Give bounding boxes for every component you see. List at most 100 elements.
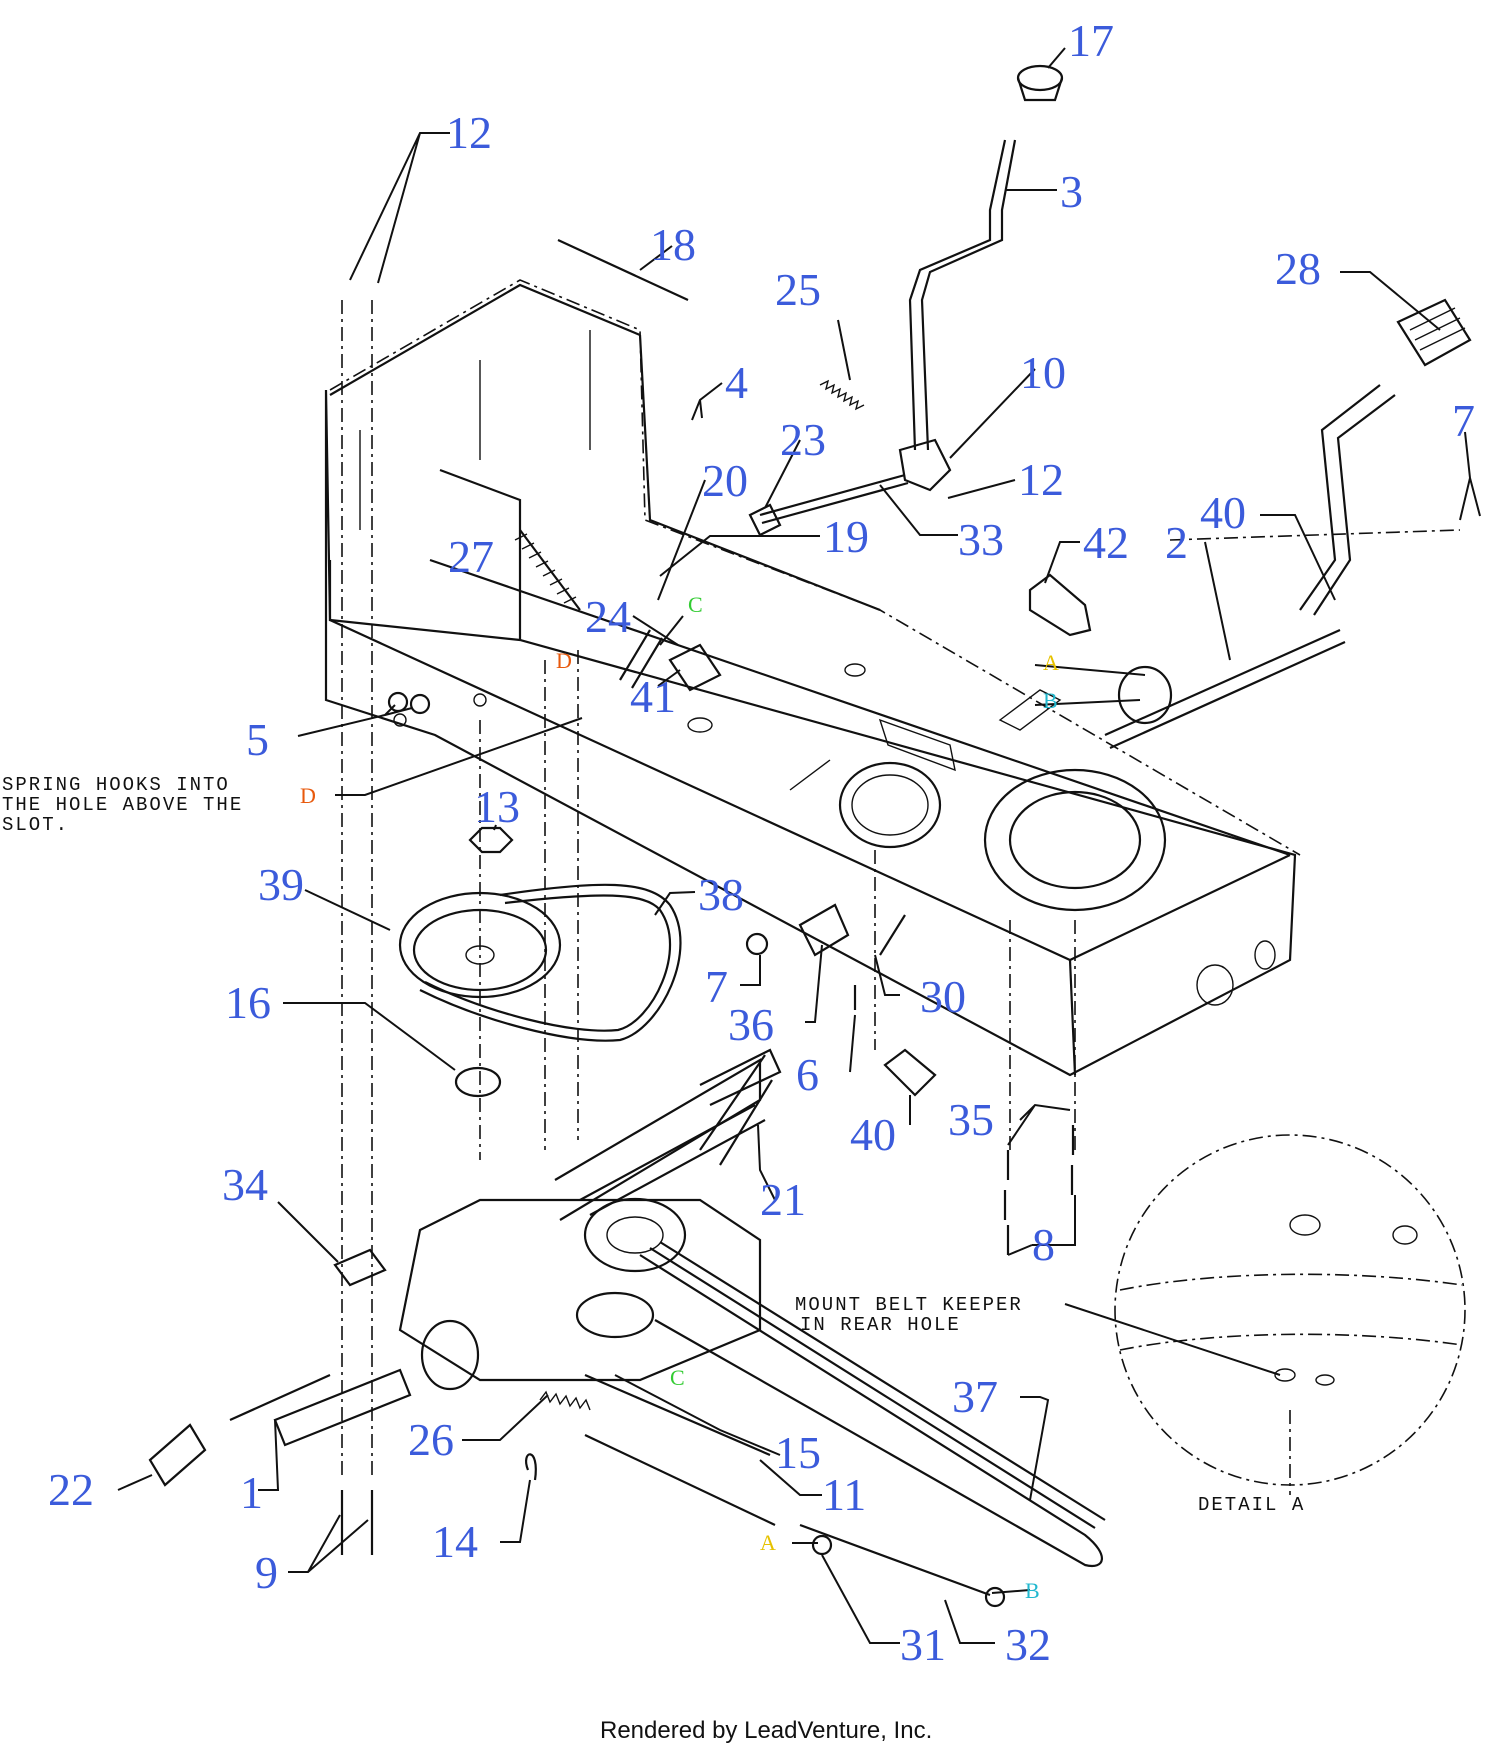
bolts-5 (387, 691, 431, 715)
callout-3: 3 (1060, 166, 1083, 217)
callout-26: 26 (408, 1414, 454, 1465)
callout-36: 36 (728, 999, 774, 1050)
ref-a-bottom: A (760, 1530, 776, 1555)
callout-34: 34 (222, 1159, 268, 1210)
callout-41: 41 (630, 671, 676, 722)
callout-5: 5 (246, 714, 269, 765)
ref-c-top: C (688, 592, 703, 617)
clip-14 (525, 1453, 537, 1481)
callout-40-bottom: 40 (850, 1109, 896, 1160)
knob-17 (1016, 64, 1064, 102)
callout-7-right: 7 (1452, 395, 1475, 446)
note-keeper-2: IN REAR HOLE (800, 1314, 961, 1336)
detail-a (1114, 1134, 1466, 1495)
callout-8: 8 (1032, 1219, 1055, 1270)
handle-28 (1396, 298, 1472, 367)
callout-9: 9 (255, 1547, 278, 1598)
callout-28: 28 (1275, 243, 1321, 294)
ref-c-bottom: C (670, 1365, 685, 1390)
callout-18: 18 (650, 219, 696, 270)
assembly-guides (341, 300, 1461, 1480)
callout-30: 30 (920, 971, 966, 1022)
spring-27 (514, 529, 581, 611)
spacer-22 (148, 1423, 207, 1487)
axle-end-1 (229, 1373, 331, 1422)
callout-38: 38 (698, 869, 744, 920)
callout-35: 35 (948, 1094, 994, 1145)
pulley-39 (398, 891, 562, 999)
callout-32: 32 (1005, 1619, 1051, 1670)
shift-lever-40 (1299, 384, 1381, 611)
bolts-9 (340, 1490, 374, 1555)
callout-4: 4 (725, 357, 748, 408)
belt-37 (639, 1254, 1103, 1568)
callout-7-mid: 7 (705, 961, 728, 1012)
callout-33: 33 (958, 514, 1004, 565)
bolts-35-8 (1003, 1125, 1075, 1255)
notes: SPRING HOOKS INTO THE HOLE ABOVE THE SLO… (2, 774, 1305, 1516)
callout-24: 24 (585, 591, 631, 642)
spring-26 (539, 1390, 591, 1411)
rod-32 (799, 1523, 991, 1597)
note-spring-2: THE HOLE ABOVE THE (2, 794, 243, 816)
callout-27: 27 (448, 531, 494, 582)
lift-lever-3 (908, 139, 1007, 451)
bolt-7-lower (745, 932, 769, 956)
axle-21 (579, 1104, 766, 1216)
callout-40-top: 40 (1200, 487, 1246, 538)
bracket-42 (1028, 573, 1092, 637)
callout-17: 17 (1068, 15, 1114, 66)
ref-d-top: D (556, 648, 572, 673)
link-rod-33 (759, 473, 906, 517)
callout-10: 10 (1020, 347, 1066, 398)
clip-23 (748, 503, 782, 537)
callout-13: 13 (474, 781, 520, 832)
nut-32b (984, 1586, 1006, 1608)
callout-12-mid: 12 (1018, 454, 1064, 505)
frame-assembly (324, 279, 1301, 1077)
callout-12-top: 12 (446, 107, 492, 158)
callout-15: 15 (775, 1427, 821, 1478)
rod-15 (584, 1373, 771, 1457)
detail-a-caption: DETAIL A (1198, 1494, 1305, 1516)
bracket-41 (668, 643, 722, 692)
callout-19: 19 (823, 511, 869, 562)
credit-footer: Rendered by LeadVenture, Inc. (600, 1717, 932, 1744)
plate-40 (883, 1048, 937, 1097)
nut-31 (811, 1534, 833, 1556)
callout-2: 2 (1165, 517, 1188, 568)
spacer-36 (798, 903, 850, 957)
bracket-34 (333, 1248, 387, 1287)
ref-b-top: B (1043, 688, 1058, 713)
callout-31: 31 (900, 1619, 946, 1670)
spring-24 (619, 629, 663, 689)
ref-b-bottom: B (1025, 1578, 1040, 1603)
callout-22: 22 (48, 1464, 94, 1515)
callout-16: 16 (225, 977, 271, 1028)
callouts: 17 12 3 18 28 25 4 10 7 23 12 20 40 27 1… (48, 15, 1475, 1670)
callout-39: 39 (258, 859, 304, 910)
plate-ab (1117, 665, 1173, 725)
spring-25 (819, 379, 865, 411)
callout-11: 11 (822, 1469, 866, 1520)
reference-letters: C D A B D C A B (300, 592, 1059, 1603)
pin-30 (879, 914, 906, 956)
note-keeper-1: MOUNT BELT KEEPER (795, 1294, 1023, 1316)
callout-6: 6 (796, 1049, 819, 1100)
ref-d-note: D (300, 783, 316, 808)
callout-42: 42 (1083, 517, 1129, 568)
rod-18 (557, 239, 689, 301)
note-spring-1: SPRING HOOKS INTO (2, 774, 230, 796)
note-spring-3: SLOT. (2, 814, 69, 836)
nut-13 (468, 826, 514, 854)
callout-21: 21 (760, 1174, 806, 1225)
callout-37: 37 (952, 1371, 998, 1422)
callout-1: 1 (240, 1467, 263, 1518)
callout-23: 23 (780, 414, 826, 465)
callout-20: 20 (702, 455, 748, 506)
shaft-2 (1104, 628, 1341, 737)
ref-a-top: A (1043, 650, 1059, 675)
leader-lines (117, 47, 1481, 1644)
belt-38 (419, 883, 682, 1042)
